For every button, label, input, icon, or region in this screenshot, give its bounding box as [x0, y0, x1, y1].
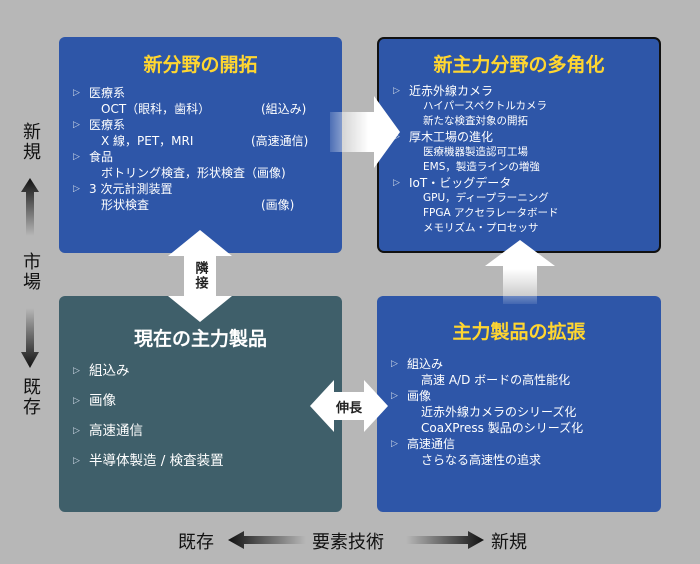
bullet-triangle-icon: ▷ [391, 391, 398, 401]
adjacent-label: 隣接 [192, 261, 208, 291]
down-arrow [21, 308, 39, 368]
bullet-triangle-icon: ▷ [73, 88, 80, 98]
bullet-triangle-icon: ▷ [73, 184, 80, 194]
bullet-triangle-icon: ▷ [73, 366, 80, 376]
list-item: ▷ IoT・ビッグデータ GPU，ディープラーニング FPGA アクセラレータボ… [393, 176, 559, 234]
top-right-arrow [330, 96, 400, 168]
current-products-box: 現在の主力製品 ▷ 組込み ▷ 画像 ▷ 高速通信 ▷ 半導体製造 / 検査装置 [59, 296, 342, 512]
current-products-title: 現在の主力製品 [133, 328, 267, 350]
product-extension-title: 主力製品の拡張 [452, 321, 586, 343]
extension-double-arrow [310, 380, 388, 432]
market-existing-label: 既存 [20, 377, 41, 417]
list-item: ▷ 医療系 OCT（眼科，歯科）(組込み) [73, 86, 307, 116]
bullet-triangle-icon: ▷ [393, 86, 400, 96]
bullet-triangle-icon: ▷ [391, 439, 398, 449]
up-arrow [21, 178, 39, 236]
list-item: ▷ 3 次元計測装置 形状検査(画像) [73, 182, 295, 212]
bullet-triangle-icon: ▷ [393, 132, 400, 142]
bullet-triangle-icon: ▷ [391, 359, 398, 369]
list-item: ▷ 高速通信 さらなる高速性の追求 [391, 437, 542, 467]
tech-existing-label: 既存 [178, 532, 214, 553]
list-item: ▷ 厚木工場の進化 医療機器製造認可工場 EMS，製造ラインの増強 [393, 130, 540, 173]
market-new-label: 新規 [20, 122, 41, 162]
bullet-triangle-icon: ▷ [73, 396, 80, 406]
product-extension-list: ▷ 組込み 高速 A/D ボードの高性能化 ▷ 画像 近赤外線カメラのシリーズ化… [391, 356, 651, 468]
left-arrow [228, 531, 306, 549]
new-field-box: 新分野の開拓 ▷ 医療系 OCT（眼科，歯科）(組込み) ▷ 医療系 X 線，P… [59, 37, 342, 253]
new-field-list: ▷ 医療系 OCT（眼科，歯科）(組込み) ▷ 医療系 X 線，PET，MRI(… [73, 85, 332, 213]
current-products-list: ▷ 組込み ▷ 画像 ▷ 高速通信 ▷ 半導体製造 / 検査装置 [73, 362, 332, 482]
diversification-title: 新主力分野の多角化 [433, 54, 605, 76]
right-arrow [406, 531, 484, 549]
list-item: ▷ 食品 ボトリング検査，形状検査（画像) [73, 150, 286, 180]
list-item: ▷ 組込み 高速 A/D ボードの高性能化 [391, 357, 571, 387]
element-tech-label: 要素技術 [312, 532, 384, 553]
list-item: ▷ 半導体製造 / 検査装置 [73, 453, 224, 469]
adjacent-double-arrow [168, 230, 232, 322]
bullet-triangle-icon: ▷ [73, 120, 80, 130]
bullet-triangle-icon: ▷ [393, 178, 400, 188]
list-item: ▷ 医療系 X 線，PET，MRI(高速通信) [73, 118, 309, 148]
product-extension-box: 主力製品の拡張 ▷ 組込み 高速 A/D ボードの高性能化 ▷ 画像 近赤外線カ… [377, 296, 661, 512]
market-label: 市場 [20, 252, 41, 292]
bullet-triangle-icon: ▷ [73, 456, 80, 466]
new-field-title: 新分野の開拓 [143, 54, 258, 76]
list-item: ▷ 近赤外線カメラ ハイパースペクトルカメラ 新たな検査対象の開拓 [393, 84, 548, 127]
list-item: ▷ 高速通信 [73, 423, 143, 439]
extension-label: 伸長 [335, 400, 362, 416]
tech-new-label: 新規 [491, 532, 527, 553]
bullet-triangle-icon: ▷ [73, 152, 80, 162]
list-item: ▷ 画像 [73, 393, 116, 409]
list-item: ▷ 組込み [73, 363, 130, 379]
list-item: ▷ 画像 近赤外線カメラのシリーズ化 CoaXPress 製品のシリーズ化 [391, 389, 584, 435]
diversification-box: 新主力分野の多角化 ▷ 近赤外線カメラ ハイパースペクトルカメラ 新たな検査対象… [377, 37, 661, 253]
right-up-arrow [485, 240, 555, 304]
bullet-triangle-icon: ▷ [73, 426, 80, 436]
diversification-list: ▷ 近赤外線カメラ ハイパースペクトルカメラ 新たな検査対象の開拓 ▷ 厚木工場… [393, 83, 649, 236]
